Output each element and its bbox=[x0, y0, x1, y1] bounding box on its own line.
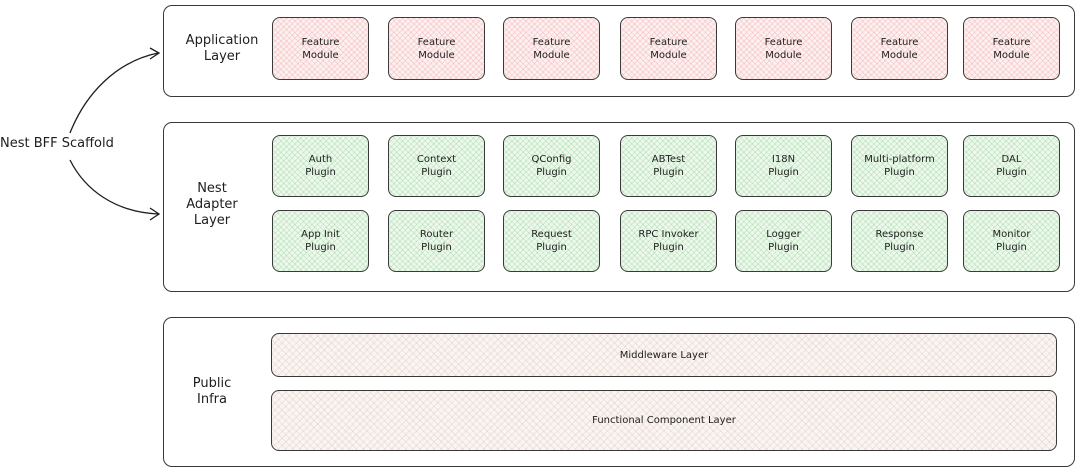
nest-adapter-layer-label: Nest Adapter Layer bbox=[186, 181, 238, 228]
feature-module: Feature Module bbox=[503, 17, 600, 80]
plugin-box: DAL Plugin bbox=[963, 135, 1060, 197]
arrowhead-icon bbox=[149, 47, 161, 60]
plugin-box: Context Plugin bbox=[388, 135, 485, 197]
arrow-to-application-layer bbox=[69, 52, 159, 134]
arrowhead-icon bbox=[149, 207, 161, 221]
plugin-box: QConfig Plugin bbox=[503, 135, 600, 197]
plugin-box: Response Plugin bbox=[851, 210, 948, 272]
feature-module: Feature Module bbox=[620, 17, 717, 80]
plugin-box: App Init Plugin bbox=[272, 210, 369, 272]
plugin-box: Monitor Plugin bbox=[963, 210, 1060, 272]
feature-module: Feature Module bbox=[851, 17, 948, 80]
scaffold-label: Nest BFF Scaffold bbox=[0, 136, 114, 151]
public-infra-label: Public Infra bbox=[192, 376, 232, 407]
feature-module: Feature Module bbox=[272, 17, 369, 80]
plugin-box: Auth Plugin bbox=[272, 135, 369, 197]
functional-component-layer: Functional Component Layer bbox=[271, 390, 1057, 451]
plugin-box: Request Plugin bbox=[503, 210, 600, 272]
plugin-box: Router Plugin bbox=[388, 210, 485, 272]
feature-module: Feature Module bbox=[963, 17, 1060, 80]
plugin-box: Logger Plugin bbox=[735, 210, 832, 272]
plugin-box: Multi-platform Plugin bbox=[851, 135, 948, 197]
feature-module: Feature Module bbox=[735, 17, 832, 80]
application-layer-label: Application Layer bbox=[185, 33, 259, 64]
plugin-box: I18N Plugin bbox=[735, 135, 832, 197]
feature-module: Feature Module bbox=[388, 17, 485, 80]
plugin-box: ABTest Plugin bbox=[620, 135, 717, 197]
middleware-layer: Middleware Layer bbox=[271, 333, 1057, 377]
arrow-to-adapter-layer bbox=[69, 159, 159, 215]
plugin-box: RPC Invoker Plugin bbox=[620, 210, 717, 272]
